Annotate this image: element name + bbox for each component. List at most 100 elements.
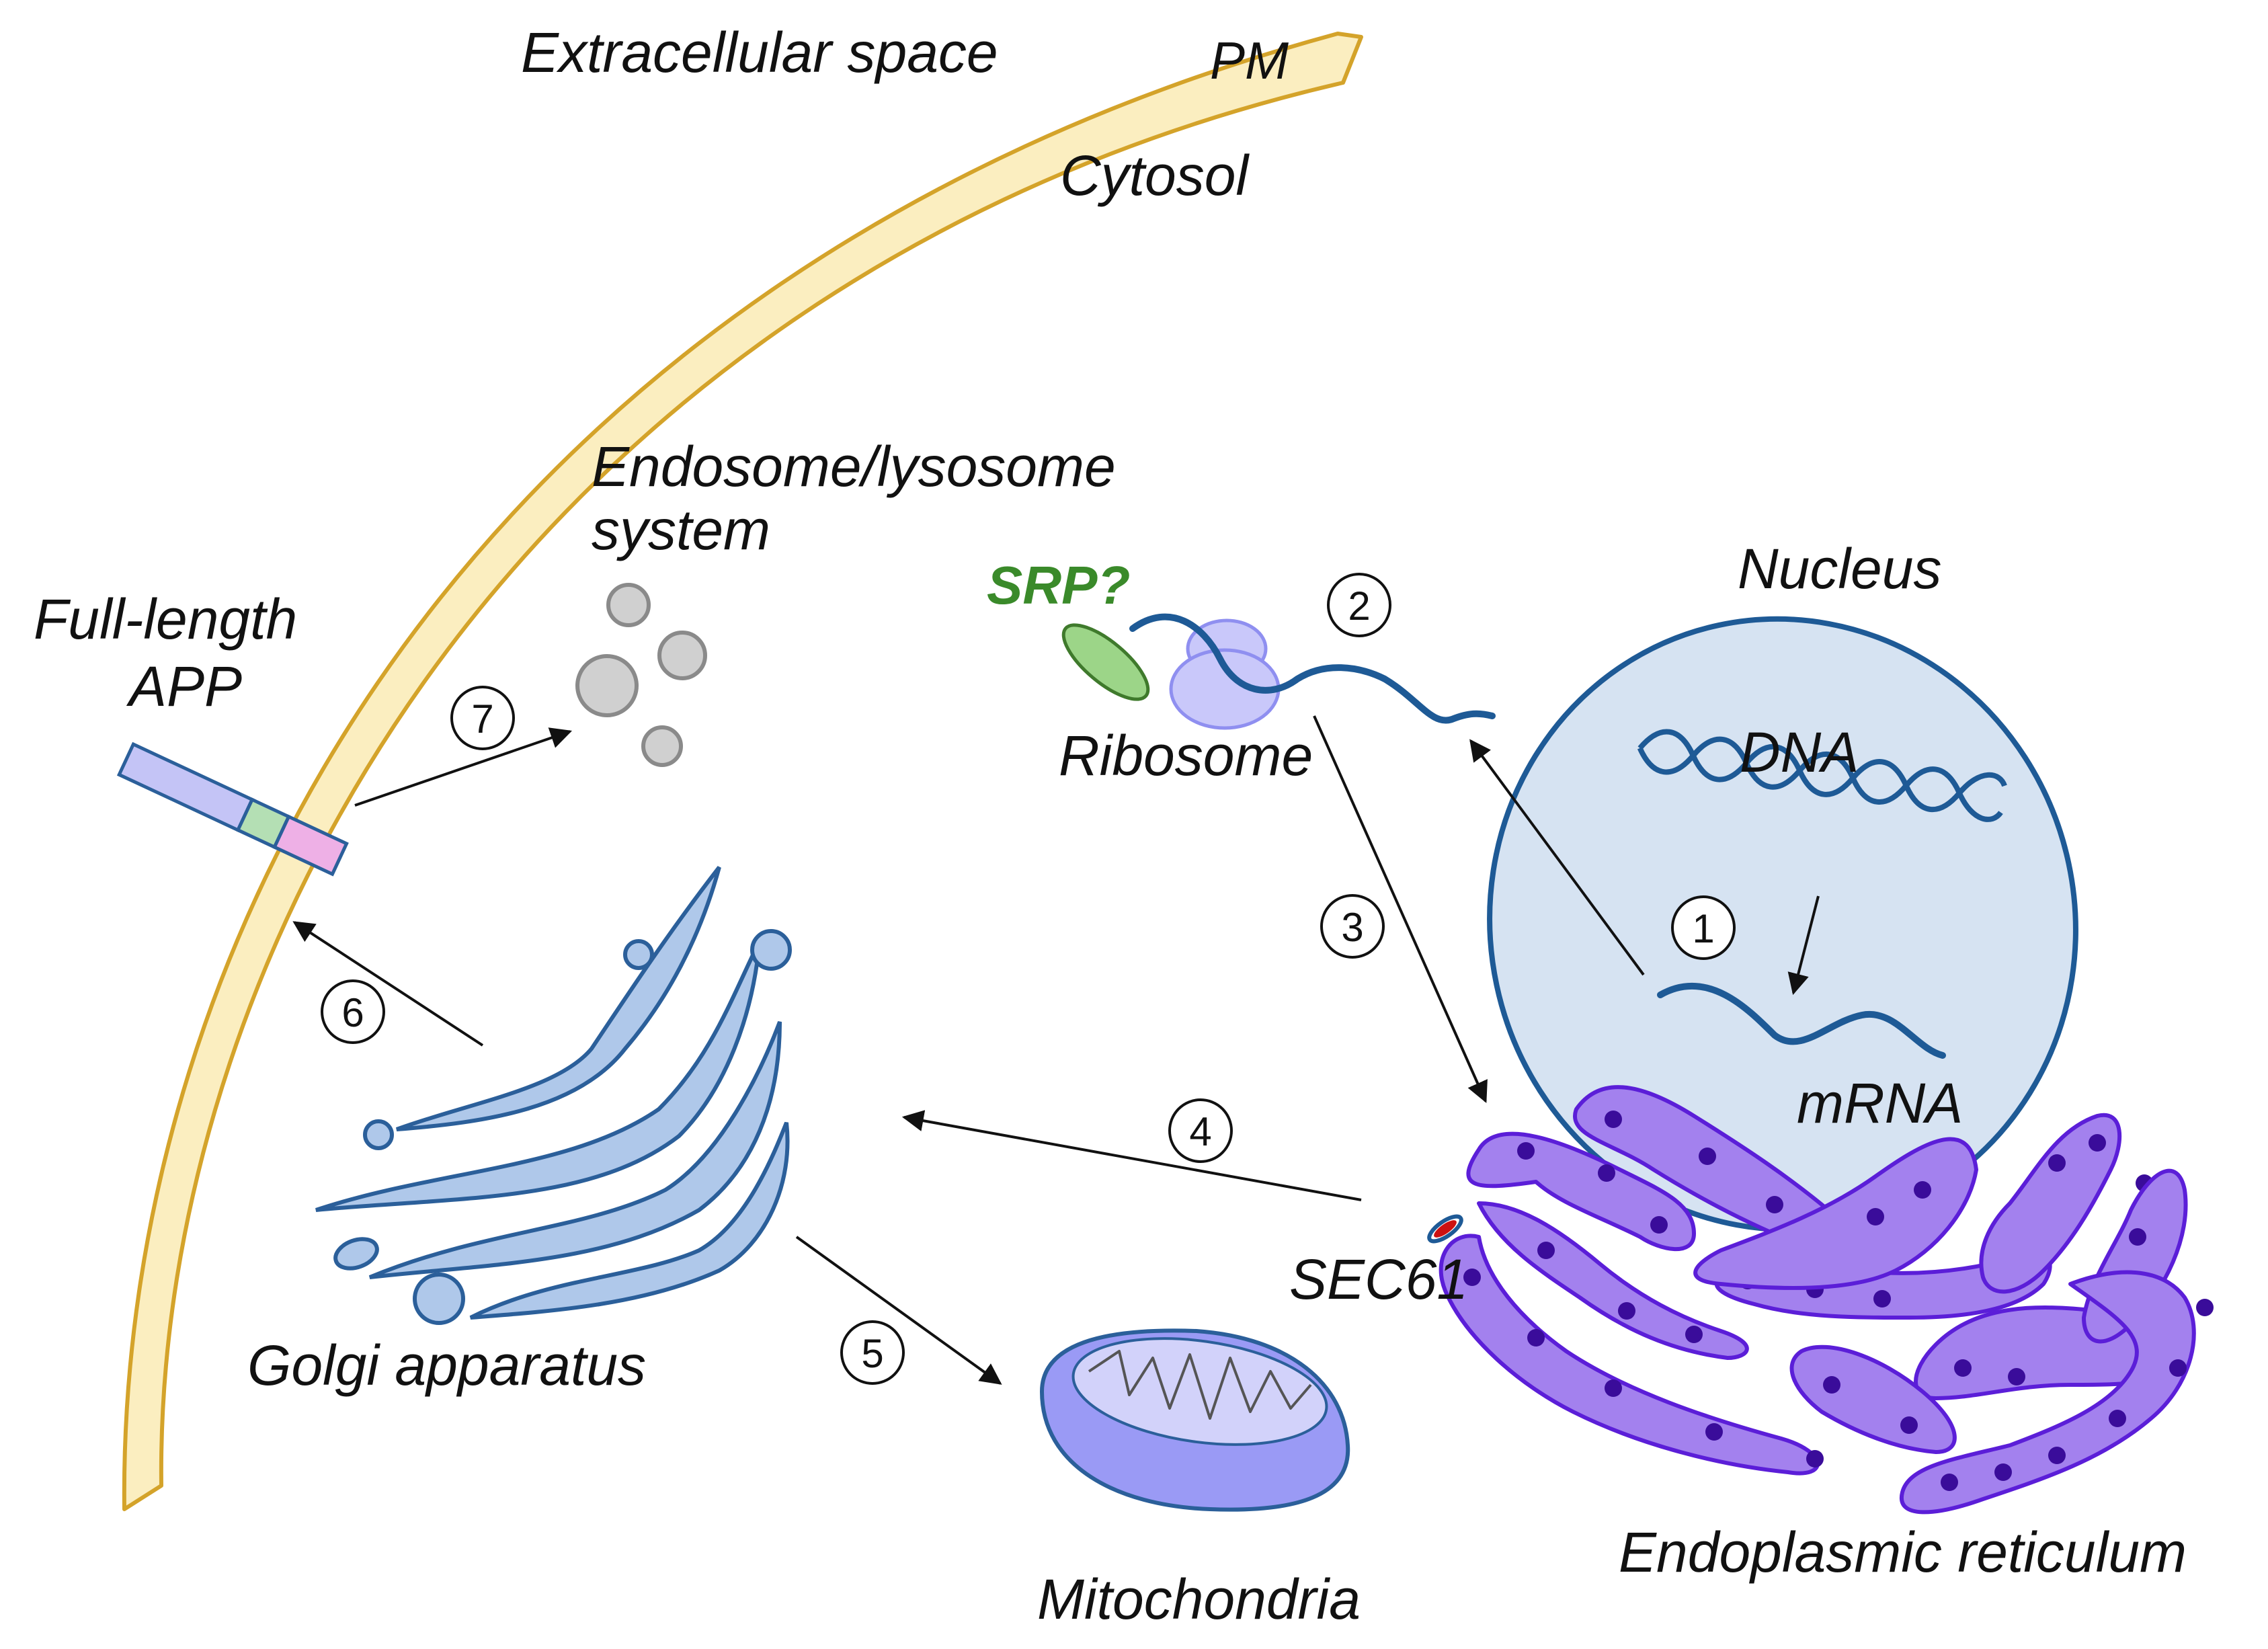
step-marker-3: 3 <box>1320 894 1385 959</box>
label-endosome-line1: Endosome/lysosome <box>592 435 1116 498</box>
dna-strand-a <box>1637 729 2007 812</box>
label-cytosol: Cytosol <box>1060 144 1250 207</box>
label-endosome-line2: system <box>592 498 770 561</box>
ribosome <box>1169 618 1281 730</box>
er-ribosome-dot <box>1900 1416 1918 1434</box>
er-ribosome-dot <box>2169 1359 2187 1377</box>
er-ribosome-dot <box>2129 1228 2146 1246</box>
full-length-app <box>116 741 349 877</box>
step-marker-2: 2 <box>1327 573 1391 637</box>
svg-text:4: 4 <box>1189 1109 1211 1154</box>
svg-text:1: 1 <box>1692 906 1714 951</box>
mitochondrion-cristae <box>1088 1350 1312 1420</box>
arrow-step-1 <box>1469 739 1645 976</box>
er-ribosome-dot <box>1994 1463 2012 1481</box>
arrow-step-6 <box>292 921 484 1047</box>
er-ribosome-dot <box>2048 1154 2066 1172</box>
golgi-cisterna-4 <box>469 1121 790 1320</box>
step-marker-7: 7 <box>450 686 515 750</box>
mitochondrion-inner-space <box>1071 1337 1328 1446</box>
srp-particle <box>1061 623 1150 701</box>
endosome-vesicle <box>657 631 707 680</box>
er-ribosome-dot <box>2109 1410 2126 1427</box>
golgi-cisterna-3 <box>368 1020 782 1279</box>
er-ribosome-dot <box>1867 1208 1884 1225</box>
er-tubule <box>1439 1234 1820 1476</box>
label-nucleus: Nucleus <box>1738 537 1941 600</box>
er-ribosome-dot <box>1527 1329 1545 1346</box>
arrow-dna-to-mrna <box>1787 895 1820 996</box>
er-ribosome-dot <box>1914 1181 1931 1199</box>
svg-text:5: 5 <box>861 1331 883 1376</box>
label-srp: SRP? <box>987 555 1130 615</box>
app-segment-intracellular <box>272 814 349 877</box>
er-ribosome-dot <box>2048 1447 2066 1464</box>
er-ribosome-dot <box>1685 1326 1703 1343</box>
endosome-vesicle <box>606 583 651 627</box>
endoplasmic-reticulum <box>1439 1085 2214 1515</box>
er-ribosome-dot <box>1823 1376 1840 1394</box>
er-ribosome-dot <box>1650 1216 1668 1234</box>
label-er: Endoplasmic reticulum <box>1619 1521 2187 1584</box>
er-tubule <box>1693 1137 1978 1290</box>
label-ribosome: Ribosome <box>1059 724 1313 787</box>
label-app-line1: Full-length <box>34 588 297 651</box>
arrow-step-4 <box>901 1110 1362 1201</box>
er-ribosome-dot <box>1705 1423 1723 1441</box>
endosome-vesicle <box>575 654 639 717</box>
er-tubule <box>1466 1131 1696 1252</box>
golgi-vesicle <box>750 929 792 971</box>
step-marker-4: 4 <box>1168 1098 1233 1163</box>
er-ribosome-dot <box>1954 1359 1972 1377</box>
mrna-cytosolic <box>1129 613 1496 724</box>
golgi-vesicle <box>363 1119 394 1150</box>
er-ribosome-dot <box>1699 1148 1716 1165</box>
step-marker-1: 1 <box>1671 895 1736 960</box>
arrow-step-5 <box>795 1236 1002 1385</box>
er-ribosome-dot <box>1806 1450 1824 1467</box>
arrow-step-3 <box>1313 715 1488 1103</box>
mitochondrion <box>1039 1328 1350 1512</box>
golgi-apparatus <box>315 866 792 1325</box>
app-segment-extracellular <box>116 741 255 833</box>
er-ribosome-dot <box>1605 1379 1622 1397</box>
svg-text:7: 7 <box>471 696 493 741</box>
er-ribosome-dot <box>2008 1368 2025 1385</box>
er-ribosome-dot <box>2089 1134 2106 1152</box>
er-ribosome-dot <box>1537 1242 1555 1259</box>
sec61-translocon <box>1427 1214 1463 1244</box>
label-golgi: Golgi apparatus <box>247 1334 646 1397</box>
step-marker-6: 6 <box>321 979 385 1044</box>
label-dna: DNA <box>1740 721 1859 784</box>
step-marker-5: 5 <box>840 1320 905 1385</box>
mrna-nuclear <box>1657 983 1946 1059</box>
er-ribosome-dot <box>1941 1474 1958 1491</box>
label-sec61: SEC61 <box>1289 1248 1468 1311</box>
golgi-vesicle <box>623 939 654 970</box>
svg-text:6: 6 <box>341 990 364 1035</box>
er-tubule <box>1979 1113 2122 1294</box>
er-ribosome-dot <box>1517 1142 1535 1160</box>
er-tubule <box>1899 1270 2196 1515</box>
arrow-step-7 <box>354 727 573 807</box>
plasma-membrane <box>122 32 1363 1511</box>
er-ribosome-dot <box>1463 1269 1481 1286</box>
label-extracellular-space: Extracellular space <box>521 21 998 84</box>
label-pm: PM <box>1210 31 1289 90</box>
golgi-vesicle <box>413 1273 465 1325</box>
er-ribosome-dot <box>1618 1302 1635 1320</box>
golgi-vesicle <box>333 1237 379 1271</box>
golgi-cisterna-1 <box>395 866 721 1131</box>
label-mitochondria: Mitochondria <box>1037 1568 1361 1631</box>
er-ribosome-dot <box>1766 1196 1783 1213</box>
er-ribosome-dot <box>2196 1299 2214 1316</box>
endosome-lysosome-vesicles <box>575 583 707 767</box>
svg-text:3: 3 <box>1341 905 1363 950</box>
svg-text:2: 2 <box>1348 584 1370 629</box>
label-mrna: mRNA <box>1797 1072 1963 1135</box>
endosome-vesicle <box>641 725 683 767</box>
label-app-line2: APP <box>126 655 242 718</box>
dna-strand-b <box>1637 736 2003 822</box>
